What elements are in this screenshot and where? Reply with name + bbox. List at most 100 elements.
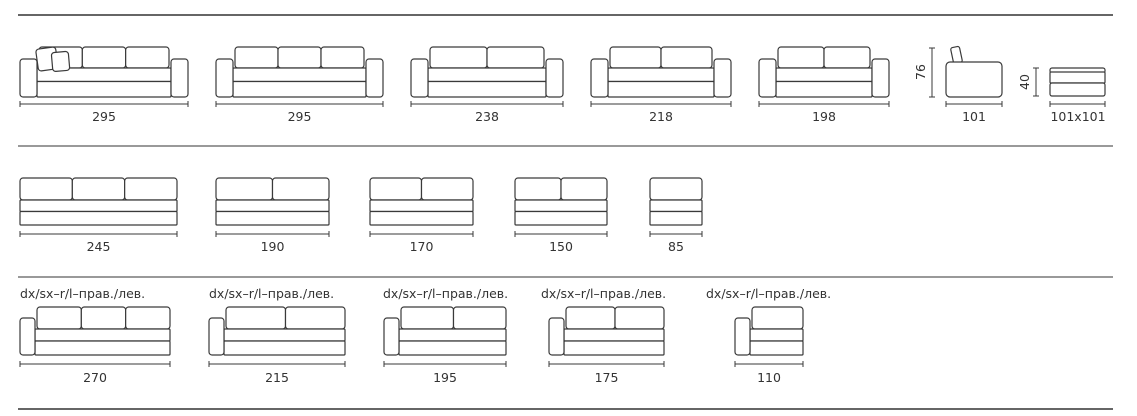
sofa-base <box>369 210 474 226</box>
row1-ottoman: 40 101x101 <box>1017 67 1106 124</box>
width-label: 245 <box>87 239 111 254</box>
pillow <box>50 50 71 73</box>
back-cushion <box>823 46 871 69</box>
row2-module-3: 150 <box>514 177 608 254</box>
sofa-base <box>223 340 346 356</box>
armrest-left <box>19 317 36 356</box>
width-label: 150 <box>549 239 573 254</box>
sofa-base <box>34 340 171 356</box>
back-cushion <box>486 46 545 69</box>
row1-d: 218 <box>590 46 732 124</box>
back-cushion <box>777 46 825 69</box>
row3-module-3: dx/sx–r/l–прав./лев. 175 <box>541 286 666 385</box>
armrest-left <box>590 58 609 98</box>
back-cushion <box>429 46 488 69</box>
seat-cushion <box>369 199 474 213</box>
back-cushion <box>19 177 73 201</box>
seat-cushion <box>749 328 804 342</box>
row2-module-0: 245 <box>19 177 178 254</box>
armrest-left <box>734 317 751 356</box>
armrest-right <box>871 58 890 98</box>
height-label: 76 <box>913 64 928 80</box>
width-label: 218 <box>649 109 673 124</box>
armrest-left <box>208 317 225 356</box>
back-cushion <box>320 46 365 69</box>
armrest-left <box>758 58 777 98</box>
seat-cushion <box>563 328 665 342</box>
back-cushion <box>277 46 322 69</box>
back-cushion <box>565 306 616 330</box>
sofa-base <box>607 80 715 98</box>
row3-module-1: dx/sx–r/l–прав./лев. 215 <box>208 286 346 385</box>
back-cushion <box>271 177 330 201</box>
ottoman-base <box>1049 82 1106 97</box>
width-label: 85 <box>668 239 684 254</box>
row3-module-4: dx/sx–r/l–прав./лев.110 <box>706 286 831 385</box>
back-cushion <box>751 306 804 330</box>
back-cushion <box>660 46 713 69</box>
seat-cushion <box>223 328 346 342</box>
sofa-base <box>514 210 608 226</box>
sofa-base <box>649 210 703 226</box>
width-label: 175 <box>595 370 619 385</box>
width-label: 215 <box>265 370 289 385</box>
back-cushion <box>609 46 662 69</box>
row3-module-0: dx/sx–r/l–прав./лев.270 <box>19 286 171 385</box>
seat-cushion <box>514 199 608 213</box>
back-cushion <box>225 306 287 330</box>
back-cushion <box>215 177 274 201</box>
row3-module-2: dx/sx–r/l–прав./лев.195 <box>383 286 508 385</box>
seat-cushion <box>775 67 873 83</box>
orientation-caption: dx/sx–r/l–прав./лев. <box>209 286 334 301</box>
back-cushion <box>71 177 126 201</box>
armrest-left <box>19 58 38 98</box>
armrest-right <box>170 58 189 98</box>
sofa-base <box>749 340 804 356</box>
seat-cushion <box>649 199 703 213</box>
seat-cushion <box>34 328 171 342</box>
back-cushion <box>125 46 170 69</box>
armrest-right <box>545 58 564 98</box>
sofa-base <box>563 340 665 356</box>
orientation-caption: dx/sx–r/l–прав./лев. <box>20 286 145 301</box>
ottoman-cushion <box>1049 71 1106 84</box>
seat-cushion <box>232 67 367 83</box>
width-label: 110 <box>757 370 781 385</box>
width-label: 238 <box>475 109 499 124</box>
width-label: 101 <box>962 109 986 124</box>
seat-cushion <box>607 67 715 83</box>
height-label: 40 <box>1017 74 1032 90</box>
back-cushion <box>284 306 346 330</box>
back-cushion <box>649 177 703 201</box>
row1-b: 295 <box>215 46 384 124</box>
armrest-left <box>548 317 565 356</box>
sofa-base <box>19 210 178 226</box>
sofa-base <box>427 80 547 98</box>
orientation-caption: dx/sx–r/l–прав./лев. <box>541 286 666 301</box>
width-label: 101x101 <box>1050 109 1105 124</box>
back-cushion <box>614 306 665 330</box>
back-cushion <box>36 306 82 330</box>
row2-module-4: 85 <box>649 177 703 254</box>
back-cushion <box>369 177 423 201</box>
back-cushion <box>81 46 127 69</box>
width-label: 170 <box>410 239 434 254</box>
row1-c: 238 <box>410 46 564 124</box>
armrest-left <box>383 317 400 356</box>
armrest-left <box>215 58 234 98</box>
row1-e: 198 <box>758 46 890 124</box>
seat-cushion <box>427 67 547 83</box>
module-body <box>945 61 1003 98</box>
sofa-base <box>775 80 873 98</box>
width-label: 295 <box>92 109 116 124</box>
back-cushion <box>452 306 507 330</box>
row1-armchair-module: 76 101 <box>913 45 1003 124</box>
row2-module-2: 170 <box>369 177 474 254</box>
back-cushion <box>560 177 608 201</box>
width-label: 295 <box>288 109 312 124</box>
seat-cushion <box>398 328 507 342</box>
seat-cushion <box>19 199 178 213</box>
seat-cushion <box>215 199 330 213</box>
back-cushion <box>124 177 178 201</box>
width-label: 198 <box>812 109 836 124</box>
